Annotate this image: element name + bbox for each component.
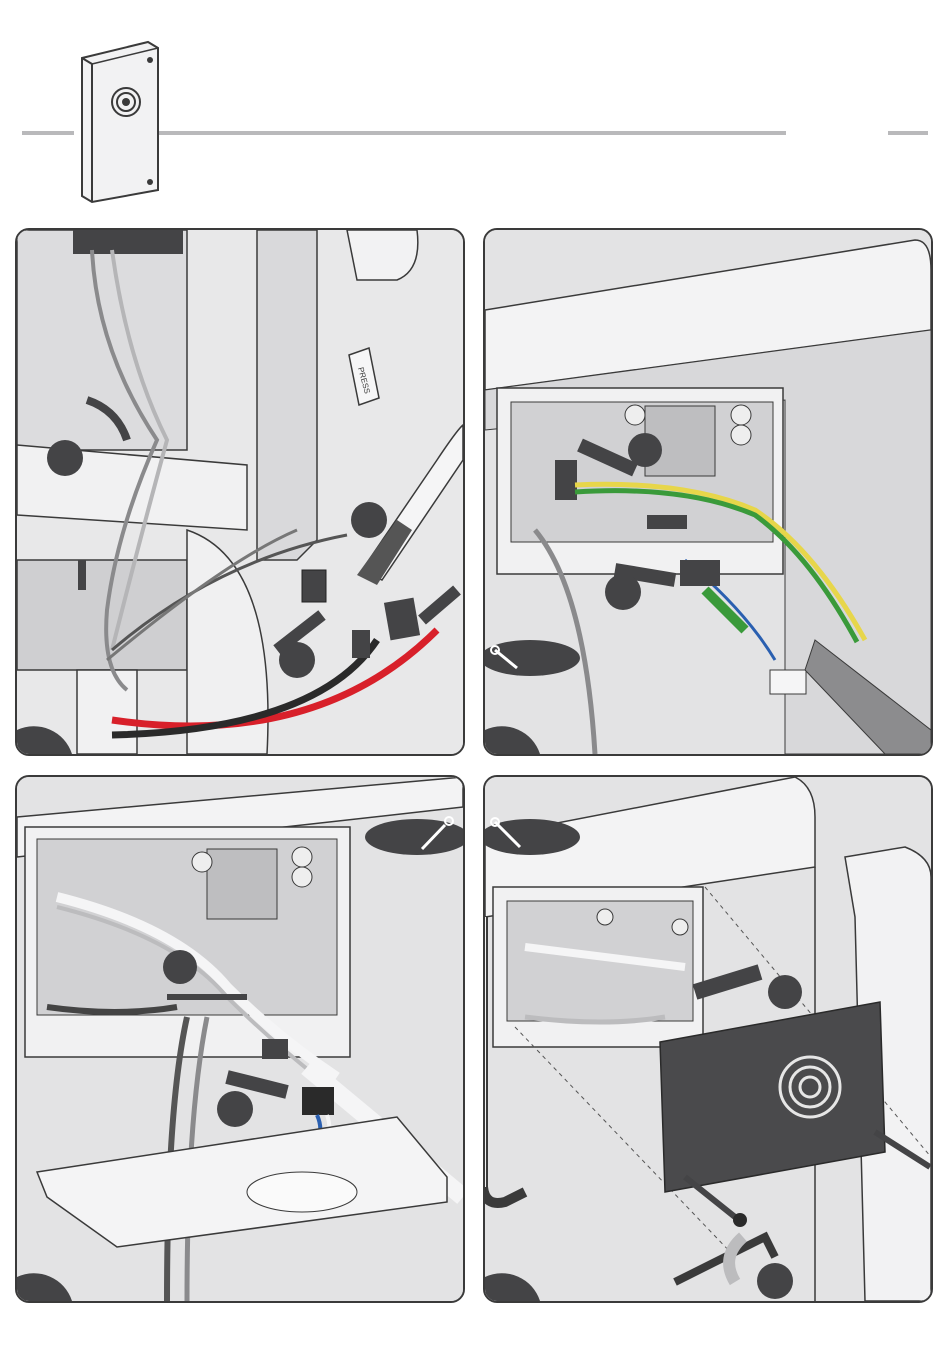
- panel-2-board-connector: [483, 228, 933, 756]
- panel-4-cover-screws: [483, 775, 933, 1303]
- speaker-box-icon: [70, 40, 166, 209]
- header-rule-right: [888, 131, 928, 135]
- header-rule-left: [22, 131, 74, 135]
- header-rule-main: [150, 131, 786, 135]
- panel-1-cable-connection: PRESS: [15, 228, 465, 756]
- panel-3-wiring-harness: [15, 775, 465, 1303]
